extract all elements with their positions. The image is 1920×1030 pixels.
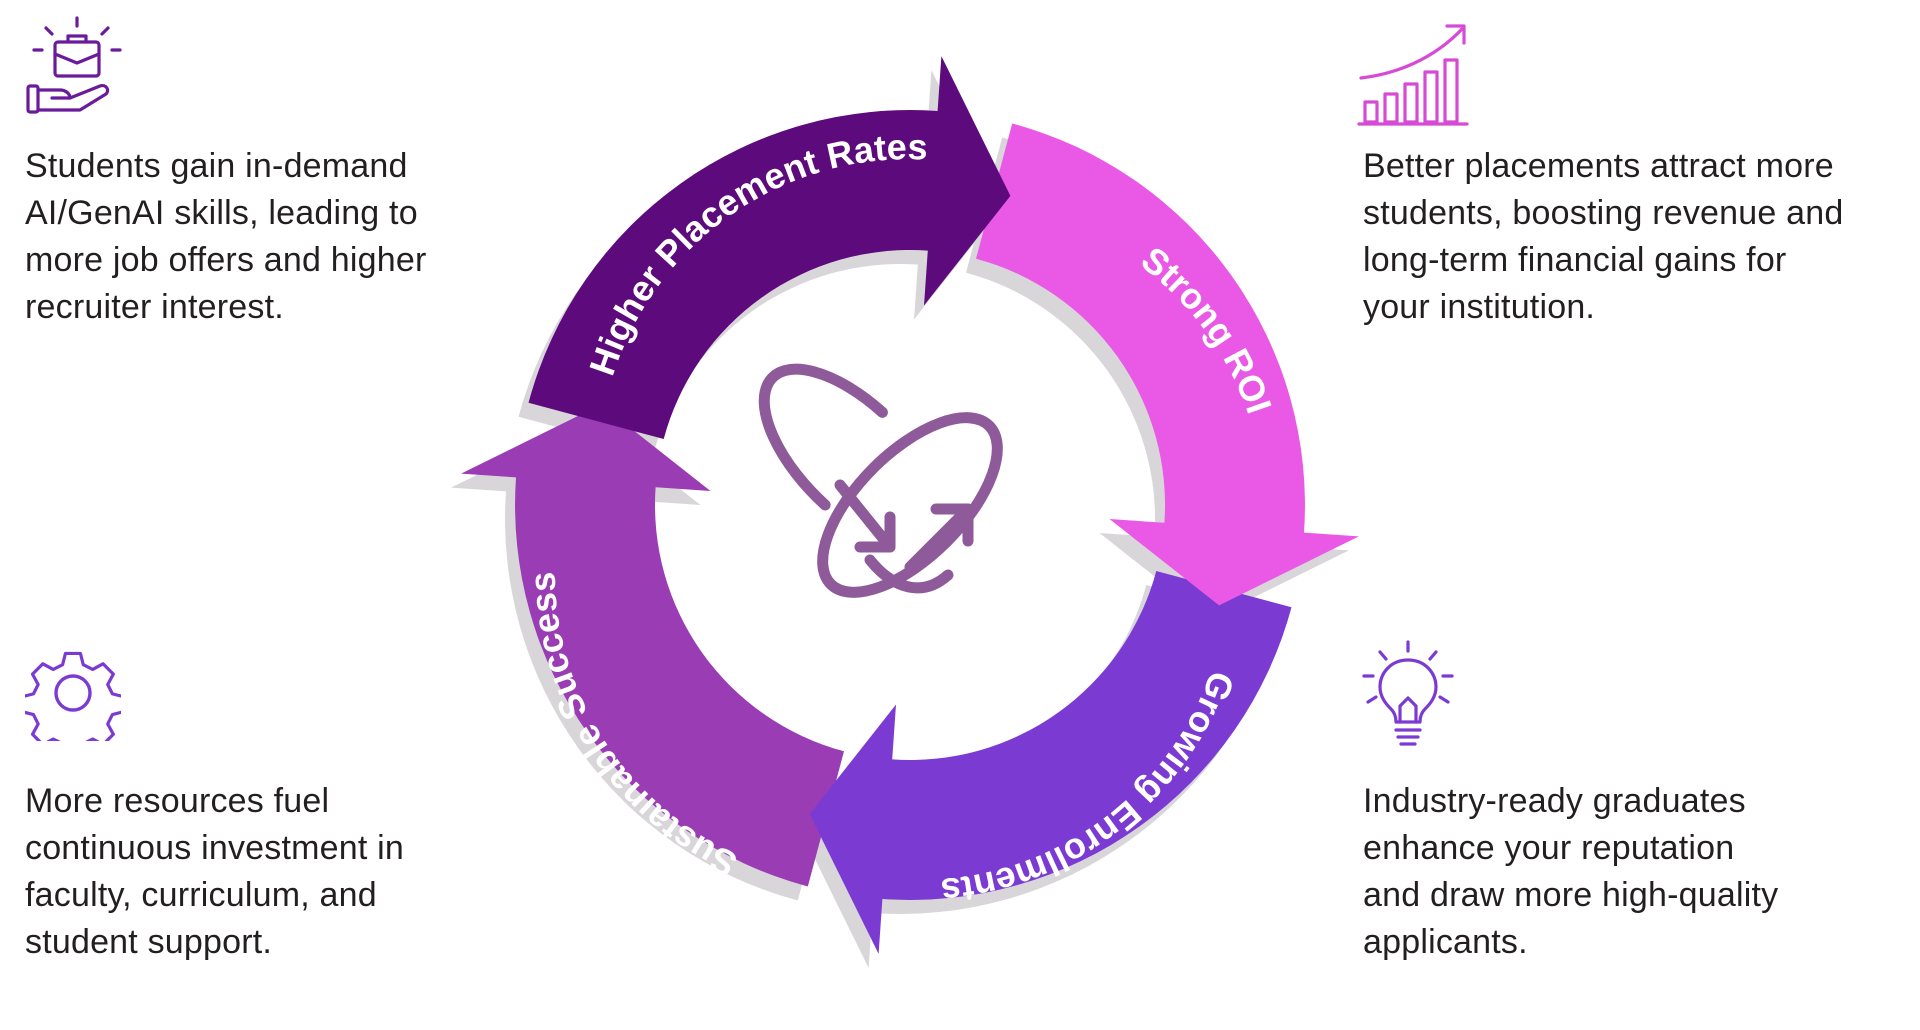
- segment-strong-roi: [976, 123, 1359, 606]
- desc-line: Students gain in-demand: [25, 147, 408, 185]
- segment-sustainable-success: [461, 404, 844, 887]
- desc-line: and draw more high-quality: [1363, 876, 1779, 914]
- desc-line: enhance your reputation: [1363, 829, 1735, 867]
- briefcase-hand-icon: [22, 14, 132, 124]
- bottom-left-description: More resources fuel continuous investmen…: [25, 778, 404, 966]
- desc-line: Industry-ready graduates: [1363, 782, 1746, 820]
- desc-line: Better placements attract more: [1363, 147, 1834, 185]
- desc-line: applicants.: [1363, 923, 1528, 961]
- desc-line: AI/GenAI skills, leading to: [25, 194, 418, 232]
- top-right-description: Better placements attract more students,…: [1363, 143, 1843, 331]
- desc-line: continuous investment in: [25, 829, 405, 867]
- desc-line: More resources fuel: [25, 782, 330, 820]
- desc-line: long-term financial gains for: [1363, 241, 1787, 279]
- growth-chart-icon: [1355, 20, 1475, 132]
- desc-line: students, boosting revenue and: [1363, 194, 1844, 232]
- desc-line: recruiter interest.: [25, 288, 284, 326]
- bottom-right-description: Industry-ready graduates enhance your re…: [1363, 778, 1778, 966]
- segment-higher-placement-rates: [528, 56, 1011, 439]
- lightbulb-icon: [1358, 640, 1458, 752]
- segment-growing-enrollments: [809, 571, 1292, 954]
- atom-arrows-icon: [758, 363, 1003, 598]
- desc-line: more job offers and higher: [25, 241, 427, 279]
- top-left-description: Students gain in-demand AI/GenAI skills,…: [25, 143, 426, 331]
- desc-line: student support.: [25, 923, 273, 961]
- desc-line: faculty, curriculum, and: [25, 876, 377, 914]
- gear-icon: [25, 645, 121, 741]
- desc-line: your institution.: [1363, 288, 1596, 326]
